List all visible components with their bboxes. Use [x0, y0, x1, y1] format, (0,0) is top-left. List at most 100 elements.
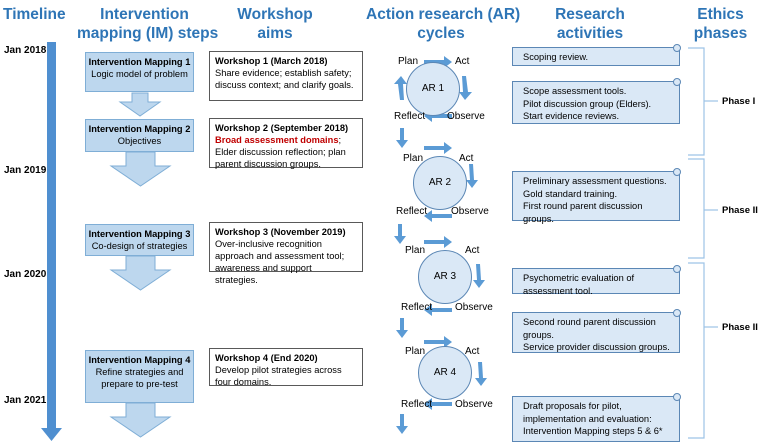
- ethics-bracket-3: [688, 262, 705, 439]
- timeline-label-2021: Jan 2021: [4, 395, 47, 406]
- header-workshop-aims: Workshop aims: [225, 5, 325, 43]
- header-ar-cycles: Action research (AR) cycles: [366, 5, 521, 43]
- im-arrow-1: [118, 92, 162, 117]
- scroll-curl-icon: [673, 265, 681, 273]
- im-step-1-body: Logic model of problem: [91, 69, 188, 79]
- ra1-line: Scoping review.: [523, 52, 589, 62]
- ar3-observe-label: Observe: [455, 302, 493, 313]
- header-im-line1: Intervention: [100, 6, 189, 23]
- ar2-circle: AR 2: [413, 156, 467, 210]
- ra2-line-2: Pilot discussion group (Elders).: [523, 98, 652, 109]
- ar1-plan-label: Plan: [398, 56, 419, 67]
- ra5-line-1: Second round parent discussion groups.: [523, 317, 656, 340]
- ar3-reflect-label: Reflect: [401, 302, 433, 313]
- research-activity-4: Psychometric evaluation of assessment to…: [512, 268, 680, 296]
- ar1-circle: AR 1: [406, 62, 460, 116]
- ra3-line-1: Preliminary assessment questions.: [523, 176, 667, 186]
- ar2-top-arrow: [424, 142, 452, 154]
- ar4-bottom-arrow: [424, 398, 452, 410]
- ar4-right-arrow: [475, 362, 487, 386]
- scroll-curl-icon: [673, 309, 681, 317]
- ethics-bracket-1: [688, 47, 705, 156]
- ar2-down-arrow: [394, 224, 406, 244]
- im-step-3-title: Intervention Mapping 3: [88, 229, 191, 239]
- ar2-act-label: Act: [459, 153, 474, 164]
- ar4-circle: AR 4: [418, 346, 472, 400]
- ar2-right-arrow: [466, 164, 478, 188]
- research-activity-3: Preliminary assessment questions. Gold s…: [512, 171, 680, 224]
- timeline-label-2018: Jan 2018: [4, 45, 47, 56]
- workshop-2: Workshop 2 (September 2018) Broad assess…: [209, 118, 363, 169]
- ar4-reflect-label: Reflect: [401, 399, 433, 410]
- ar2-observe-label: Observe: [451, 206, 489, 217]
- timeline-arrow: [41, 42, 62, 441]
- ar4-act-label: Act: [465, 346, 480, 357]
- ra3-line-2: Gold standard training.: [523, 188, 618, 199]
- ar3-circle: AR 3: [418, 250, 472, 304]
- workshop-2-highlight: Broad assessment domains: [215, 135, 339, 145]
- ra3-line-3: First round parent discussion groups.: [523, 201, 643, 224]
- im-step-2-title: Intervention Mapping 2: [88, 124, 191, 134]
- im-step-4: Intervention Mapping 4 Refine strategies…: [85, 350, 194, 403]
- workshop-3-body: Over-inclusive recognition approach and …: [215, 239, 345, 285]
- ar1-reflect-label: Reflect: [394, 111, 426, 122]
- ra4-line-1: Psychometric evaluation of assessment to…: [523, 273, 635, 296]
- im-step-2: Intervention Mapping 2 Objectives: [85, 119, 194, 152]
- workshop-3-title: Workshop 3 (November 2019): [215, 227, 346, 237]
- ra2-line-3: Start evidence reviews.: [523, 111, 620, 121]
- scroll-curl-icon: [673, 44, 681, 52]
- ar3-right-arrow: [473, 264, 485, 288]
- research-activity-1: Scoping review.: [512, 47, 680, 66]
- workshop-1-body: Share evidence; establish safety; discus…: [215, 68, 354, 90]
- im-step-2-body: Objectives: [117, 136, 162, 146]
- ar1-left-arrow: [394, 76, 407, 100]
- im-arrow-2: [109, 151, 172, 187]
- ar1-down-arrow: [396, 128, 408, 148]
- ar-cycle-arrows: [394, 56, 487, 434]
- header-timeline-text: Timeline: [3, 6, 66, 23]
- header-eth-line2: phases: [693, 25, 748, 42]
- header-ethics-phases: Ethics phases: [683, 5, 758, 43]
- header-eth-line1: Ethics: [697, 6, 744, 23]
- header-research-activities: Research activities: [535, 5, 645, 43]
- ra6-line-1: Draft proposals for pilot, implementatio…: [523, 401, 663, 436]
- header-ra-line1: Research: [555, 6, 625, 23]
- ar4-plan-label: Plan: [405, 346, 426, 357]
- ar3-top-arrow: [424, 236, 452, 248]
- workshop-2-body: ; Elder discussion reflection; plan pare…: [215, 135, 346, 169]
- workshop-3: Workshop 3 (November 2019) Over-inclusiv…: [209, 222, 363, 285]
- im-step-1-title: Intervention Mapping 1: [88, 57, 191, 67]
- ar2-plan-label: Plan: [403, 153, 424, 164]
- im-step-4-title: Intervention Mapping 4: [88, 355, 191, 365]
- im-arrow-4: [109, 402, 172, 438]
- ra5-line-2: Service provider discussion groups.: [523, 342, 670, 352]
- header-ar-line1: Action research (AR): [366, 6, 521, 23]
- timeline-label-2020: Jan 2020: [4, 269, 47, 280]
- workshop-4: Workshop 4 (End 2020) Develop pilot stra…: [209, 348, 363, 387]
- research-activity-5: Second round parent discussion groups. S…: [512, 312, 680, 353]
- ar2-bottom-arrow: [424, 210, 452, 222]
- ar1-act-label: Act: [455, 56, 470, 67]
- im-step-3: Intervention Mapping 3 Co-design of stra…: [85, 224, 194, 256]
- scroll-curl-icon: [673, 78, 681, 86]
- ra2-line-1: Scope assessment tools.: [523, 86, 627, 96]
- scroll-curl-icon: [673, 168, 681, 176]
- ethics-bracket-2: [688, 158, 705, 259]
- ar1-observe-label: Observe: [447, 111, 485, 122]
- research-activity-6: Draft proposals for pilot, implementatio…: [512, 396, 680, 442]
- header-timeline: Timeline: [3, 5, 66, 24]
- im-step-4-body: Refine strategies and prepare to pre-tes…: [95, 367, 184, 389]
- header-ws-line1: Workshop: [237, 6, 313, 23]
- timeline-label-2019: Jan 2019: [4, 165, 47, 176]
- ar3-down-arrow: [396, 318, 408, 338]
- header-im-steps: Intervention mapping (IM) steps: [77, 5, 219, 43]
- ar3-bottom-arrow: [424, 304, 452, 316]
- workshop-4-title: Workshop 4 (End 2020): [215, 353, 318, 363]
- research-activity-2: Scope assessment tools. Pilot discussion…: [512, 81, 680, 124]
- header-im-line2: mapping (IM) steps: [77, 25, 219, 42]
- ar3-plan-label: Plan: [405, 245, 426, 256]
- header-ra-line2: activities: [556, 25, 624, 42]
- ar4-observe-label: Observe: [455, 399, 493, 410]
- ethics-phase-2: Phase II: [722, 205, 758, 216]
